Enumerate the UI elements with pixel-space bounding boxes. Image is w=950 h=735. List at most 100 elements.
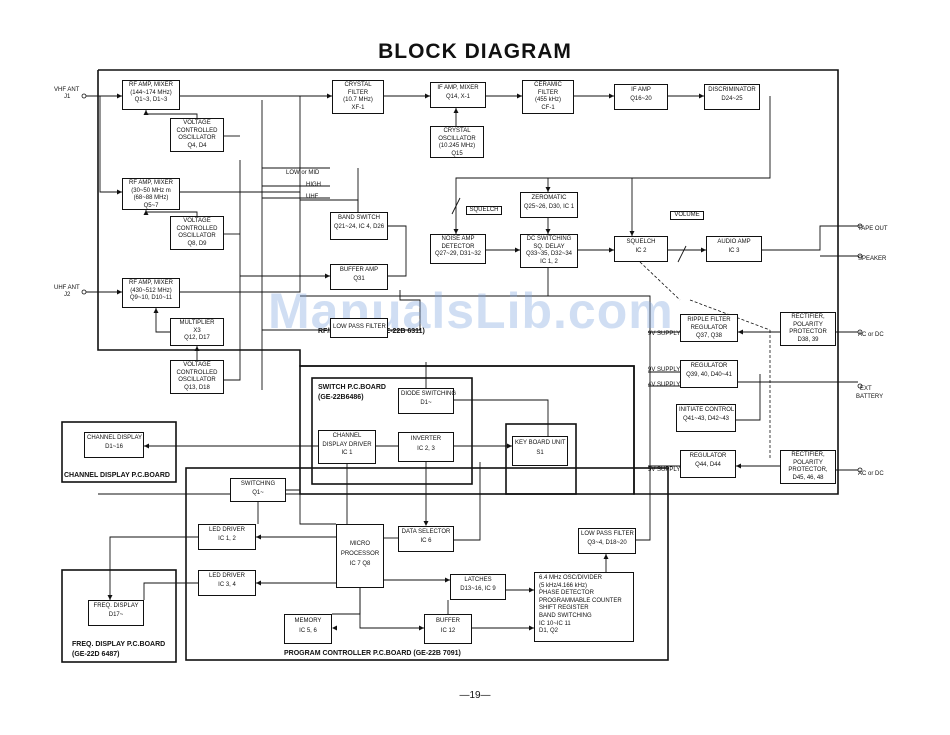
rf-amp-mixer-uhf-block: RF AMP, MIXER(430~512 MHz)Q9~10, D10~11	[122, 278, 180, 308]
uhf-ant-terminal	[81, 289, 87, 295]
buffer-loop	[388, 225, 407, 277]
ext-label: EXT	[860, 386, 872, 392]
band-switch-out	[300, 199, 359, 212]
key-board-outline	[505, 423, 577, 495]
arrow-head	[153, 308, 159, 313]
arrow-head	[453, 229, 459, 234]
page-number: —19—	[459, 690, 491, 701]
low-pass-filter-rf-block: LOW PASS FILTER	[330, 318, 388, 338]
watermark: ManualsLib.com	[268, 283, 674, 339]
arrow-head	[738, 329, 743, 335]
squelch-control: SQUELCH	[466, 206, 502, 215]
low-mid-label: LOW or MID	[286, 170, 320, 176]
arrow-head	[515, 247, 520, 253]
arrow-head	[699, 93, 704, 99]
init-ctl-line	[736, 374, 761, 421]
vhf-ant-jack: J1	[64, 94, 71, 100]
arrow-head	[609, 247, 614, 253]
channel-display-board-outline	[61, 421, 177, 483]
arrow-head	[256, 534, 261, 540]
vhf-low-feed	[99, 96, 122, 193]
uhf-ant-label: UHF ANT	[54, 285, 80, 291]
speaker-terminal	[857, 253, 863, 259]
vco1-to-rf1	[145, 110, 198, 118]
tape-out-label: TAPE OUT	[858, 226, 888, 232]
tape-out-terminal	[857, 223, 863, 229]
freq-display-board-label: FREQ. DISPLAY P.C.BOARD	[72, 641, 166, 648]
speaker-label: SPEAKER	[858, 256, 887, 262]
switching-to-micro	[286, 489, 336, 525]
uhf-label: UHF	[306, 194, 319, 200]
arrow-head	[425, 93, 430, 99]
page-title: BLOCK DIAGRAM	[378, 40, 572, 63]
arrow-head	[332, 625, 337, 631]
led2-to-freq	[143, 582, 198, 600]
freq-display-board-code: (GE-22D 6487)	[72, 651, 120, 658]
disc-to-noise	[455, 96, 771, 234]
audio-to-tapeout	[762, 225, 858, 251]
arrow-head	[327, 93, 332, 99]
arrow-head	[507, 443, 512, 449]
supply-5v-label: 5V SUPPLY	[648, 467, 681, 473]
battery-label: BATTERY	[856, 394, 884, 400]
arrow-head	[701, 247, 706, 253]
data-to-key	[454, 462, 481, 541]
uhf-ant-jack: J2	[64, 292, 71, 298]
vhf-ant-label: VHF ANT	[54, 87, 80, 93]
arrow-head	[194, 346, 200, 351]
ac-dc-label-2: AC or DC	[858, 471, 884, 477]
program-controller-board-outline	[185, 467, 669, 661]
lpf-in	[388, 290, 421, 331]
supply-9v-label-2: 9V SUPPLY	[648, 367, 681, 373]
dashed-switch-link-3	[639, 261, 681, 301]
micro-to-buffer	[359, 588, 424, 629]
rf-amp-mixer-vhf-high-block: RF AMP, MIXER(144~174 MHz)Q1~3, D1~3	[122, 80, 180, 110]
diode-to-key	[454, 399, 549, 436]
program-controller-board-label: PROGRAM CONTROLLER P.C.BOARD (GE-22B 709…	[284, 650, 461, 657]
arrow-head	[117, 289, 122, 295]
vhf-ant-terminal	[81, 93, 87, 99]
arrow-head	[143, 210, 149, 215]
arrow-head	[419, 625, 424, 631]
squelch-pot	[451, 197, 461, 215]
arrow-head	[445, 577, 450, 583]
channel-display-board-label: CHANNEL DISPLAY P.C.BOARD	[64, 472, 170, 479]
arrow-head	[107, 595, 113, 600]
switch-board-outline	[311, 377, 473, 485]
arrow-head	[609, 93, 614, 99]
switch-board-code: (GE-22B6486)	[318, 394, 364, 401]
arrow-head	[423, 521, 429, 526]
switch-board-label: SWITCH P.C.BOARD	[318, 384, 386, 391]
mult-to-rf3	[155, 308, 170, 333]
arrow-head	[603, 554, 609, 559]
